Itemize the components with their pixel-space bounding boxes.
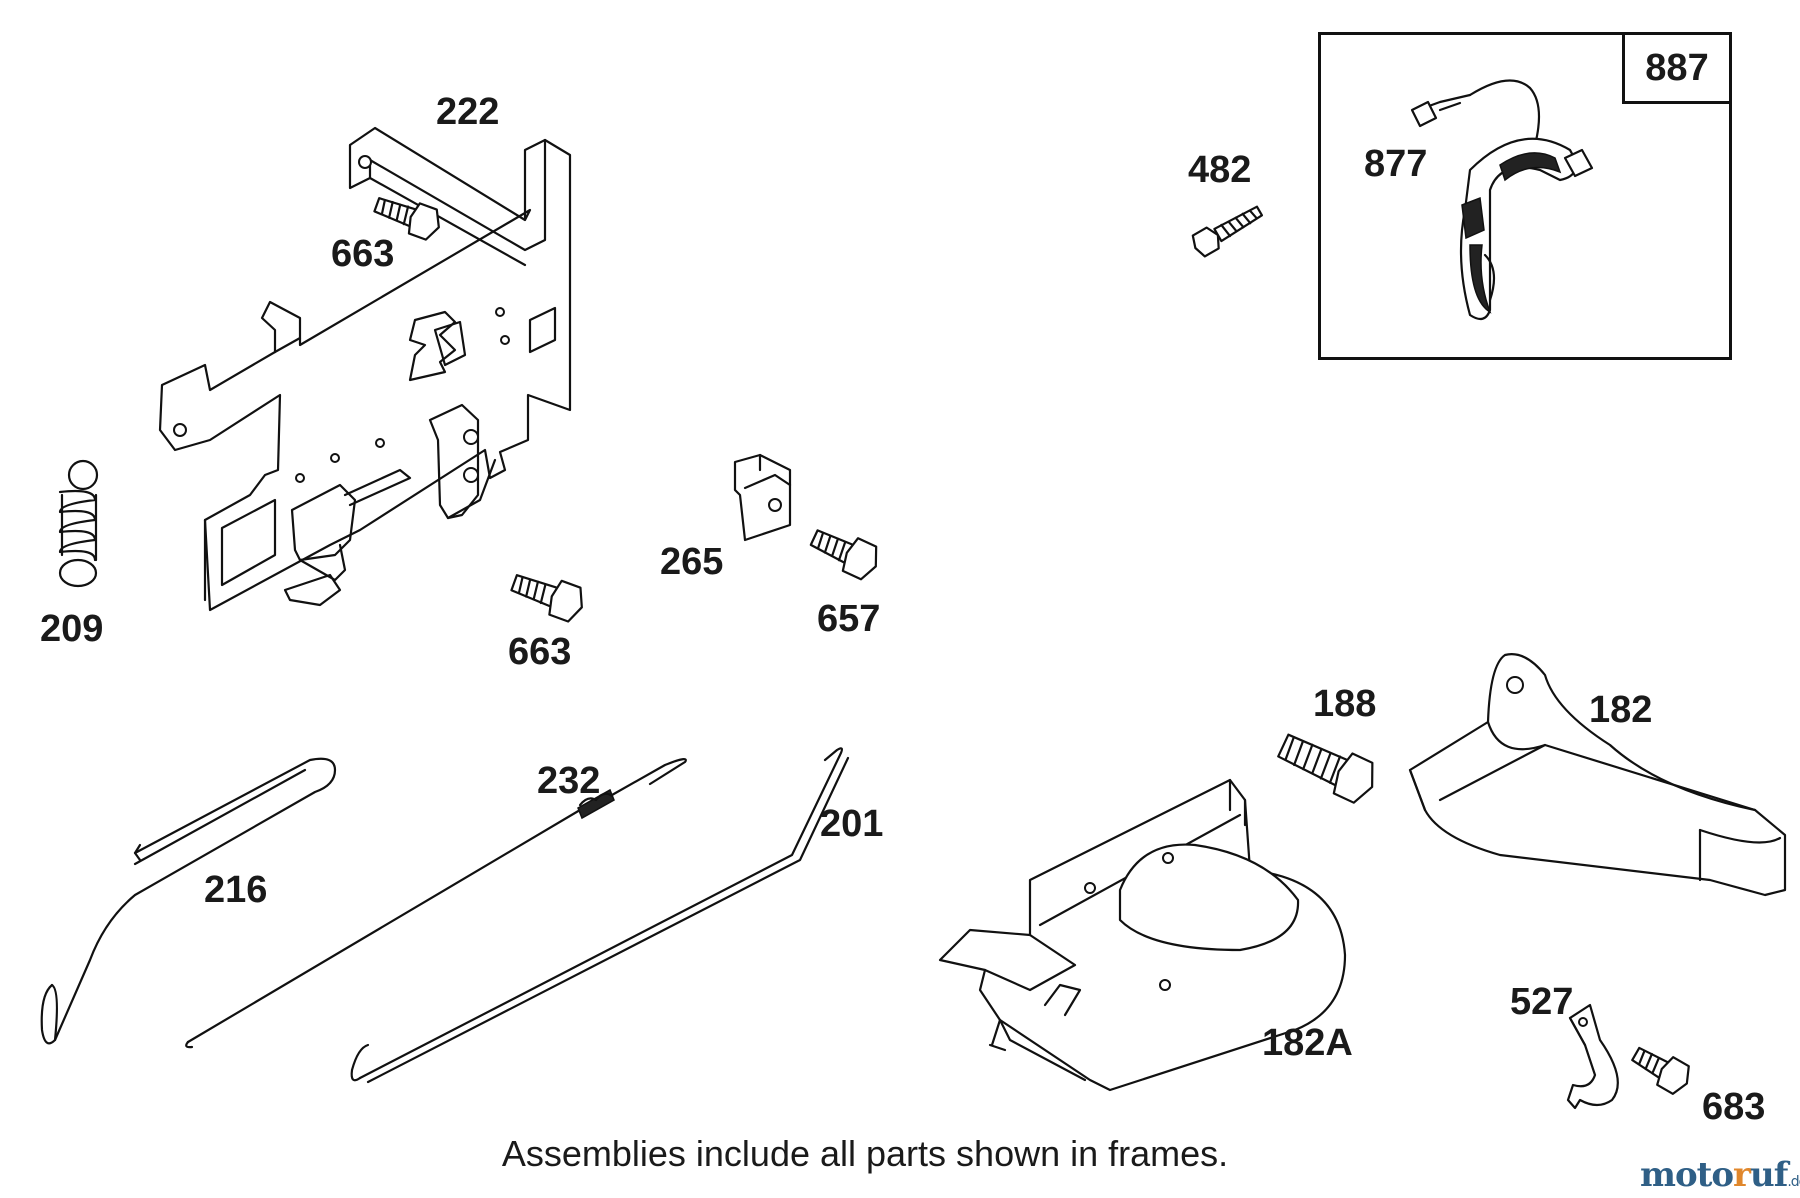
part-label-201: 201 [820,803,884,845]
part-label-216: 216 [204,869,268,911]
screw-663-upper [373,197,440,241]
armature-877 [1410,79,1594,321]
shield-182 [1408,653,1787,897]
link-216 [40,757,337,1045]
screw-683 [1631,1046,1690,1095]
part-label-482: 482 [1188,149,1252,191]
part-label-188: 188 [1313,683,1377,725]
link-201 [350,747,850,1084]
part-label-232: 232 [537,760,601,802]
assembly-frame-887: 887 [1318,32,1732,360]
assembly-footnote: Assemblies include all parts shown in fr… [501,1133,1229,1174]
clip-265 [733,453,792,542]
part-label-877: 877 [1364,143,1428,185]
screw-482 [1191,205,1264,258]
clip-527 [1566,1003,1619,1110]
part-label-663-upper: 663 [331,233,395,275]
part-label-887: 887 [1622,32,1732,104]
part-label-182: 182 [1589,689,1653,731]
part-label-683: 683 [1702,1086,1766,1128]
bolt-188 [1277,733,1374,804]
control-bracket-222 [158,126,572,612]
governor-link-232 [185,758,687,1049]
spring-209 [58,459,99,588]
screw-663-lower [510,574,583,623]
site-watermark: motoruf.de [1640,1155,1800,1195]
part-label-182a: 182A [1262,1022,1353,1064]
part-label-527: 527 [1510,981,1574,1023]
part-label-657: 657 [817,598,881,640]
part-label-209: 209 [40,608,104,650]
screw-657 [809,529,878,581]
part-label-265: 265 [660,541,724,583]
shield-182a [938,778,1347,1092]
part-label-663-lower: 663 [508,631,572,673]
part-label-222: 222 [436,91,500,133]
